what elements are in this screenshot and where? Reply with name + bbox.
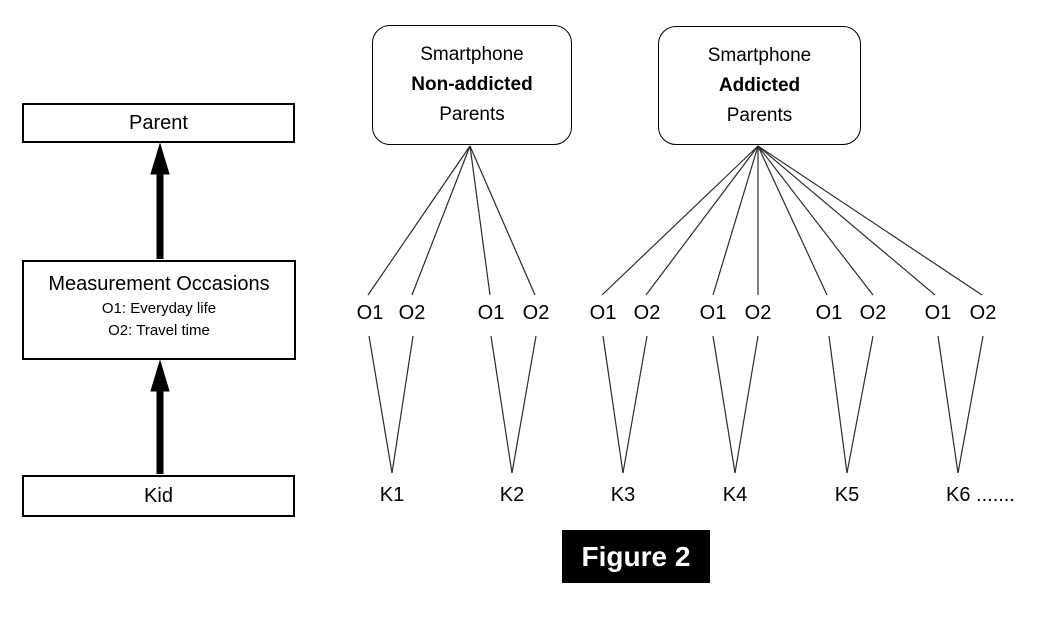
- non-addicted-line2: Non-addicted: [411, 74, 533, 95]
- non-addicted-line1: Smartphone: [420, 44, 524, 65]
- occasion-label: O2: [522, 302, 550, 324]
- kid-box: Kid: [22, 475, 295, 517]
- arrow-kid-to-measurement-and-measurement-to-parent: [150, 142, 170, 474]
- occasion-label: O2: [859, 302, 887, 324]
- addicted-line1: Smartphone: [707, 44, 812, 66]
- kid-label-k1: K1: [379, 484, 405, 506]
- occasion-label: O2: [398, 302, 426, 324]
- occasion-label: O1: [699, 302, 727, 324]
- occasion-label: O1: [589, 302, 617, 324]
- occasion-label: O1: [924, 302, 952, 324]
- kid-label-k4: K4: [722, 484, 748, 506]
- occasion-label: O2: [633, 302, 661, 324]
- non-addicted-parents-box: Smartphone Non-addicted Parents: [372, 25, 572, 145]
- addicted-parents-box: Smartphone Addicted Parents: [658, 26, 861, 145]
- measurement-o1-description: O1: Everyday life: [101, 300, 217, 317]
- occasion-to-kid-connectors: [368, 335, 984, 474]
- measurement-o2-description: O2: Travel time: [108, 322, 210, 339]
- non-addicted-line3: Parents: [439, 104, 505, 125]
- occasion-label: O2: [969, 302, 997, 324]
- kid-label-k3: K3: [610, 484, 636, 506]
- occasion-label: O1: [477, 302, 505, 324]
- addicted-line3: Parents: [726, 104, 793, 126]
- measurement-box-title: Measurement Occasions: [48, 273, 270, 295]
- measurement-occasions-box: Measurement Occasions O1: Everyday life …: [22, 260, 296, 360]
- parent-box-label: Parent: [129, 111, 188, 134]
- figure-caption-text: Figure 2: [581, 540, 691, 572]
- kid-label-k2: K2: [499, 484, 525, 506]
- fan-non-addicted: [367, 145, 536, 296]
- addicted-line2: Addicted: [718, 74, 801, 96]
- kid-box-label: Kid: [144, 484, 173, 507]
- occasion-label: O1: [356, 302, 384, 324]
- figure-caption: Figure 2: [562, 530, 710, 583]
- fan-addicted: [601, 145, 983, 296]
- occasion-label: O2: [744, 302, 772, 324]
- occasion-label: O1: [815, 302, 843, 324]
- parent-box: Parent: [22, 103, 295, 143]
- kid-label-k5: K5: [834, 484, 860, 506]
- kid-label-k6: K6 .......: [946, 484, 1015, 506]
